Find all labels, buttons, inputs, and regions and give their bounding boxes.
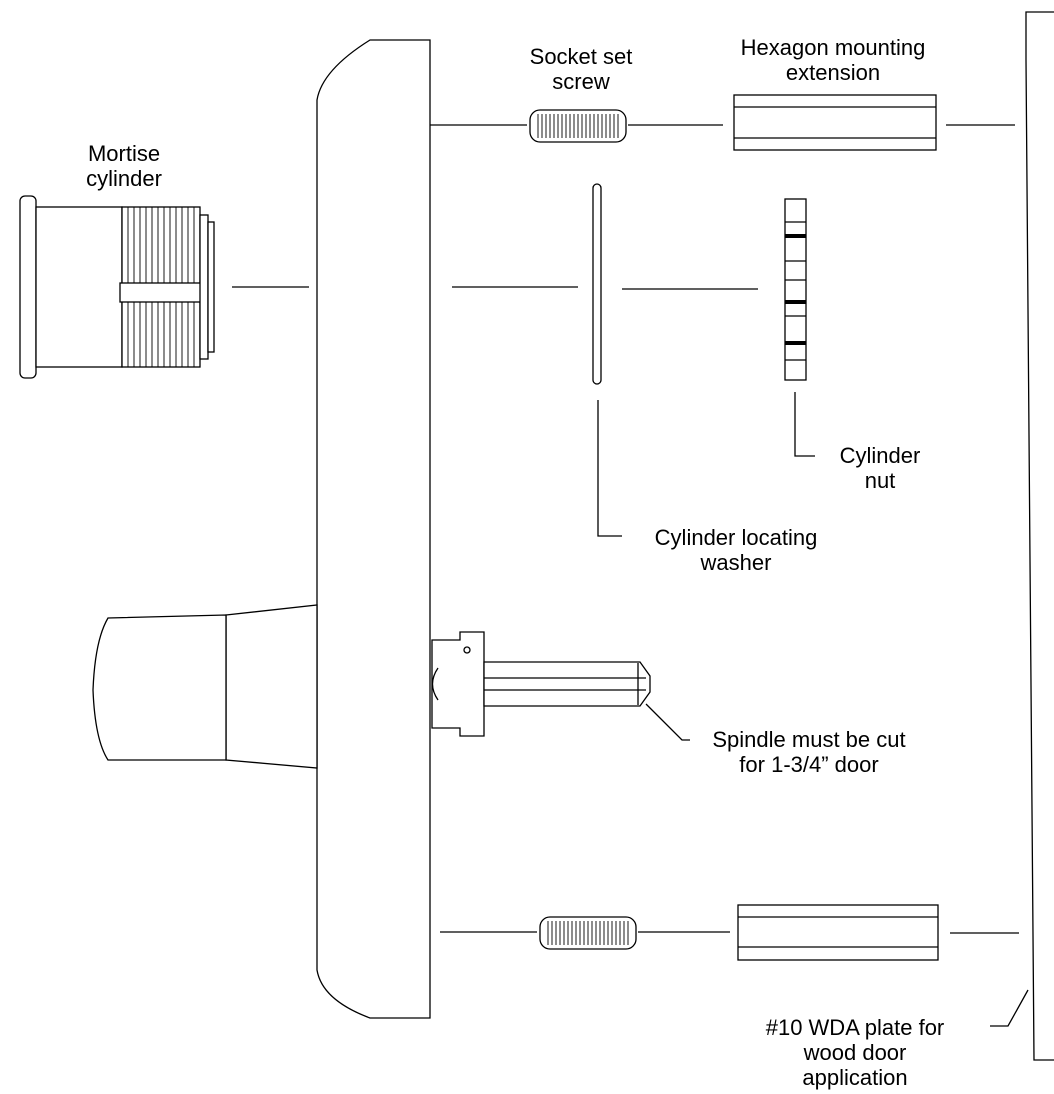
cylinder-nut xyxy=(784,198,807,381)
hexagon-mounting-extension-top xyxy=(733,94,937,151)
washer-leader-line xyxy=(597,400,622,537)
label-wda-plate: #10 WDA plate for wood door application xyxy=(765,1015,945,1090)
label-spindle: Spindle must be cut for 1-3/4” door xyxy=(712,727,906,777)
label-hexagon-mounting-extension: Hexagon mounting extension xyxy=(740,35,926,85)
label-socket-set-screw: Socket set screw xyxy=(529,44,633,94)
hexagon-mounting-extension-bottom xyxy=(737,904,939,961)
label-mortise-cylinder: Mortise cylinder xyxy=(86,141,162,191)
spindle-leader-line xyxy=(645,703,690,741)
cylinder-nut-leader-line xyxy=(794,392,815,457)
spindle xyxy=(431,631,651,737)
socket-set-screw-bottom xyxy=(539,916,637,950)
escutcheon-plate xyxy=(316,39,431,1019)
label-cylinder-nut: Cylinder nut xyxy=(839,443,921,493)
socket-set-screw-top xyxy=(529,109,627,143)
wda-plate xyxy=(1025,11,1054,1061)
lever-handle xyxy=(92,604,318,769)
label-cylinder-locating-washer: Cylinder locating washer xyxy=(654,525,818,575)
cylinder-locating-washer xyxy=(592,183,602,385)
mortise-cylinder xyxy=(19,195,215,379)
wda-plate-leader-line xyxy=(990,989,1029,1027)
